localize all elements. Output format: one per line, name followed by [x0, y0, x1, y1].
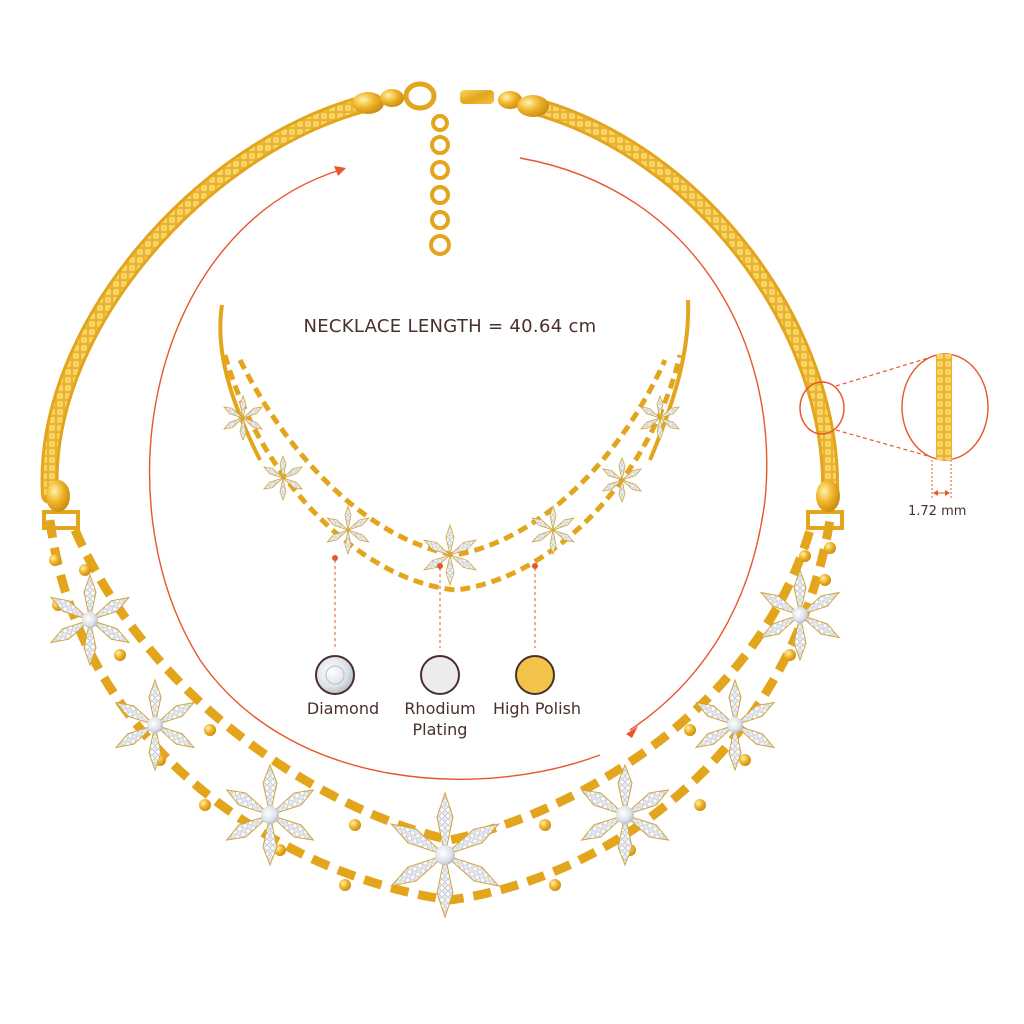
- flower-big-6: [694, 678, 776, 772]
- chain-zoom: [799, 353, 989, 498]
- finish-label-high-polish: High Polish: [492, 699, 582, 718]
- length-arc-left: [148, 169, 601, 780]
- necklace-length-label: NECKLACE LENGTH = 40.64 cm: [303, 316, 597, 337]
- outer-chain: [40, 96, 369, 504]
- length-arc-right: [519, 157, 768, 731]
- chain-thickness-label: 1.72 mm: [908, 504, 967, 519]
- finish-swatches: [315, 655, 555, 695]
- finish-label-rhodium: Rhodium Plating: [404, 699, 476, 739]
- finish-callouts: [334, 560, 536, 648]
- small-necklace: [218, 299, 691, 593]
- flower-big-center: [389, 791, 501, 919]
- flower-big-3: [225, 763, 315, 867]
- flower-big-1: [49, 573, 131, 667]
- flower-big-5: [580, 763, 670, 867]
- extension-chain: [429, 114, 451, 256]
- high-polish-swatch-icon: [515, 655, 555, 695]
- big-flowers: [49, 568, 841, 919]
- outer-chain-right: [521, 96, 840, 504]
- clasp: [352, 81, 549, 117]
- diamond-swatch-icon: [315, 655, 355, 695]
- finish-label-diamond: Diamond: [306, 699, 380, 718]
- flower-big-7: [759, 568, 841, 662]
- flower-big-2: [114, 678, 196, 772]
- rhodium-swatch-icon: [420, 655, 460, 695]
